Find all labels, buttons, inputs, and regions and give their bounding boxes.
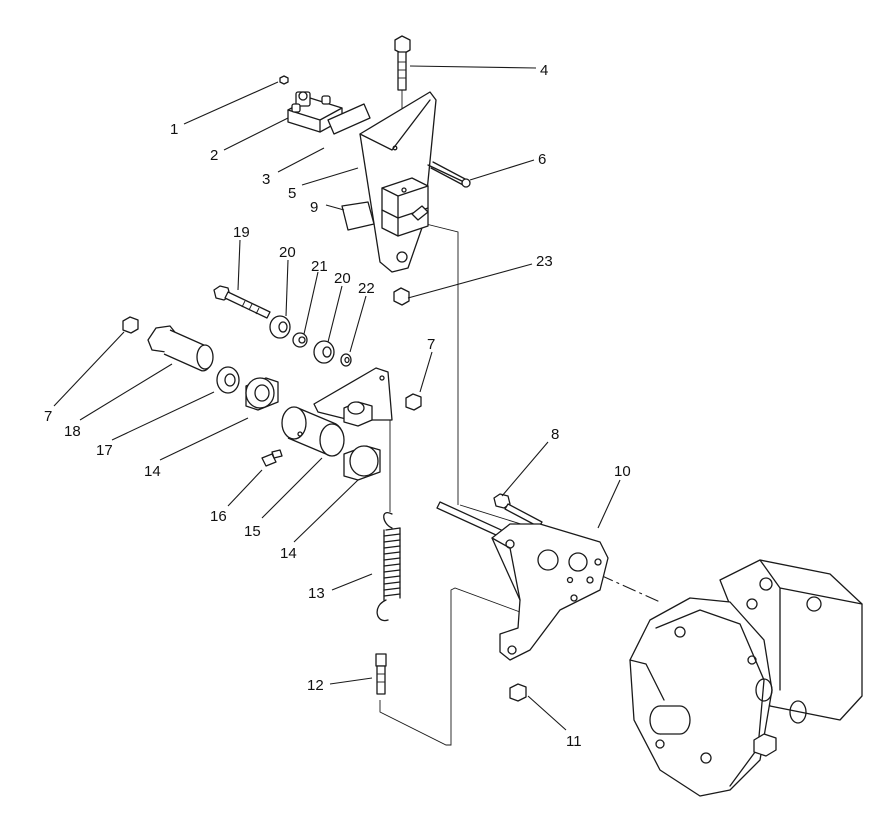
callout-14-upper: 14 — [144, 463, 161, 480]
callout-17: 17 — [96, 442, 113, 459]
callout-15: 15 — [244, 523, 261, 540]
callout-1: 1 — [170, 121, 178, 138]
callout-4: 4 — [540, 62, 548, 79]
part-9-plate — [341, 201, 375, 231]
hydraulic-pump — [629, 559, 863, 797]
part-15-pivot-tube — [281, 406, 345, 457]
part-4-bolt — [394, 35, 411, 91]
lever-clamp-block — [381, 177, 429, 237]
callout-3: 3 — [262, 171, 270, 188]
part-10-pump-bracket — [491, 523, 609, 661]
part-12-eyebolt — [375, 653, 387, 695]
callout-20-a: 20 — [279, 244, 296, 261]
callout-11: 11 — [566, 733, 582, 750]
callout-22: 22 — [358, 280, 375, 297]
callout-6: 6 — [538, 151, 546, 168]
callout-21: 21 — [311, 258, 328, 275]
callout-20-b: 20 — [334, 270, 351, 287]
part-17-washer — [216, 366, 240, 394]
part-20-bearing-b — [313, 340, 335, 364]
part-1-nut — [279, 75, 289, 85]
lever-arm-plate — [313, 367, 393, 427]
leader-lines — [53, 65, 621, 731]
assembly-lines — [379, 80, 661, 746]
callout-labels: 1 2 3 4 5 6 9 19 20 21 20 22 23 7 7 18 1… — [44, 62, 631, 750]
part-22-washer — [340, 353, 352, 367]
callout-9: 9 — [310, 199, 318, 216]
callout-19: 19 — [233, 224, 250, 241]
callout-14-lower: 14 — [280, 545, 297, 562]
part-8-bolt — [493, 493, 543, 528]
part-6-screw — [427, 161, 471, 188]
part-20-bearing-a — [269, 315, 291, 339]
callout-18: 18 — [64, 423, 81, 440]
part-14-bushing-upper — [245, 377, 279, 411]
part-7-nut-right — [405, 393, 422, 411]
callout-13: 13 — [308, 585, 325, 602]
part-19-bolt — [213, 285, 271, 319]
callout-8: 8 — [551, 426, 559, 443]
part-16-grease-fitting — [261, 449, 283, 467]
part-18-shaft — [147, 325, 214, 372]
callout-7-right: 7 — [427, 336, 435, 353]
callout-12: 12 — [307, 677, 324, 694]
callout-16: 16 — [210, 508, 227, 525]
part-13-spring — [376, 512, 401, 622]
part-21-spacer — [292, 332, 308, 348]
callout-7-left: 7 — [44, 408, 52, 425]
part-2-switch — [287, 91, 343, 133]
part-7-nut-left — [122, 316, 139, 334]
callout-2: 2 — [210, 147, 218, 164]
callout-10: 10 — [614, 463, 631, 480]
part-23-nut — [393, 287, 410, 306]
callout-5: 5 — [288, 185, 296, 202]
part-3-insulator — [327, 103, 371, 135]
part-11-nut — [509, 683, 527, 702]
callout-23: 23 — [536, 253, 553, 270]
part-14-bushing-lower — [343, 445, 381, 481]
